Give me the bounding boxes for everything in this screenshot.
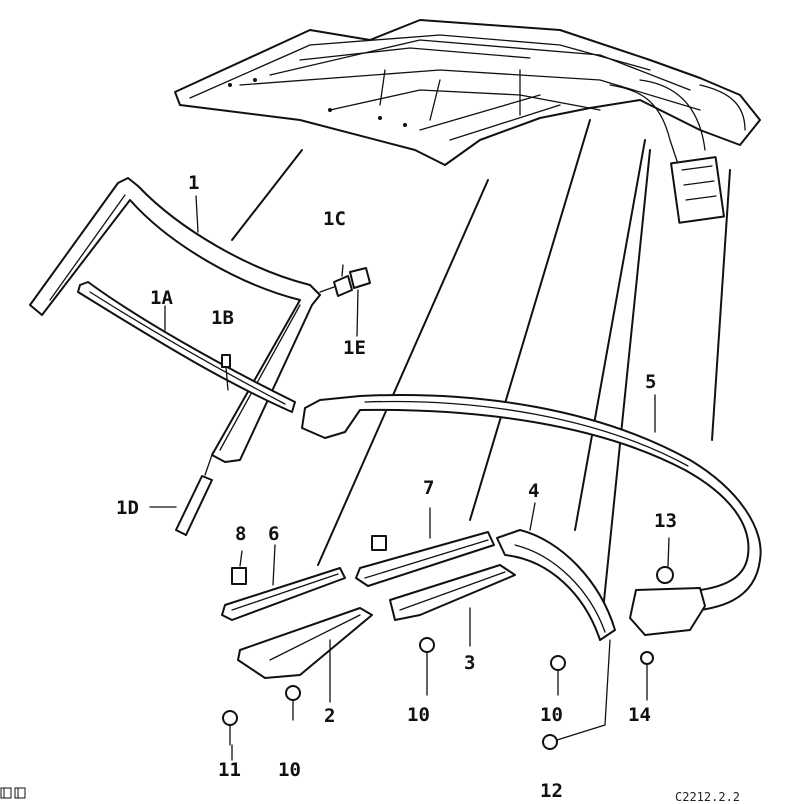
leader-lines xyxy=(231,119,731,641)
label-6: 6 xyxy=(268,523,280,545)
label-leaders xyxy=(149,195,656,761)
label-14: 14 xyxy=(628,704,651,726)
label-11: 11 xyxy=(218,759,241,781)
label-10-left: 10 xyxy=(278,759,301,781)
label-1: 1 xyxy=(188,172,200,194)
drawing-code: C2212.2.2 xyxy=(675,790,741,804)
label-5: 5 xyxy=(645,371,657,393)
label-3: 3 xyxy=(464,652,476,674)
post-trim xyxy=(496,502,616,641)
label-1d: 1D xyxy=(116,497,139,519)
label-8: 8 xyxy=(235,523,247,545)
seal-strip xyxy=(77,281,296,413)
middle-trim-group xyxy=(355,507,516,647)
door-seal xyxy=(301,393,762,636)
label-10-right: 10 xyxy=(540,704,563,726)
label-7: 7 xyxy=(423,477,435,499)
label-12: 12 xyxy=(540,780,563,802)
label-1c: 1C xyxy=(323,208,346,230)
screw-12 xyxy=(542,639,611,750)
corner-marks xyxy=(0,787,30,802)
screw-10-mid xyxy=(419,637,435,696)
small-fittings xyxy=(175,264,371,536)
label-10-mid: 10 xyxy=(407,704,430,726)
label-1e: 1E xyxy=(343,337,366,359)
label-2: 2 xyxy=(324,705,336,727)
screw-11 xyxy=(222,710,238,746)
roof-frame xyxy=(174,19,761,224)
nut-14 xyxy=(640,651,654,701)
left-trim-group xyxy=(221,544,373,703)
label-13: 13 xyxy=(654,510,677,532)
screw-10-left xyxy=(285,685,301,721)
label-1b: 1B xyxy=(211,307,234,329)
screws xyxy=(222,537,674,750)
windscreen-frame xyxy=(29,177,321,463)
frame-icon xyxy=(0,787,26,799)
label-1a: 1A xyxy=(150,287,173,309)
screw-10-right xyxy=(550,655,566,696)
screw-13 xyxy=(656,537,674,584)
label-4: 4 xyxy=(528,480,540,502)
